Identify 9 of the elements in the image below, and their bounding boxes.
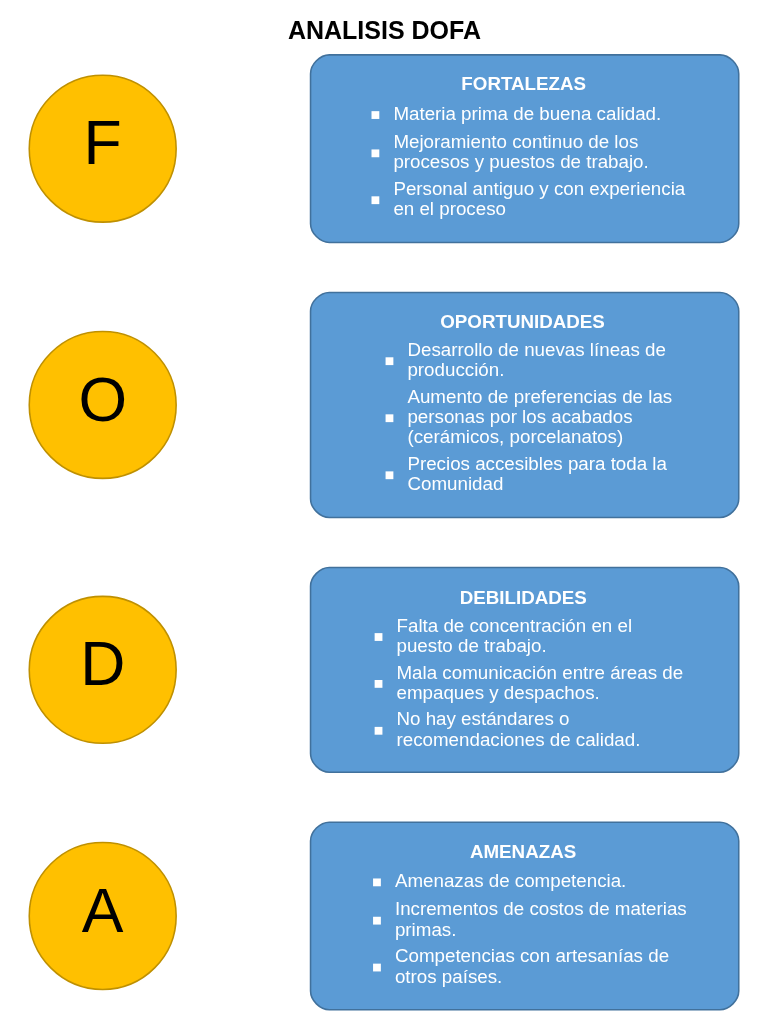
node-circle: O <box>28 330 177 480</box>
node-box: FORTALEZAS Materia prima de buena calidad. Mejoramiento continuo de los procesos y puestos de trabajo. Personal antiguo y con experiencia en el proceso <box>309 54 740 244</box>
node-circle: D <box>28 595 177 745</box>
node-box: AMENAZAS Amenazas de competencia. Incrementos de costos de materias primas. Competencias con artesanías de otros países. <box>309 821 740 1011</box>
node-circle: A <box>28 841 177 991</box>
diagram-title: ANALISIS DOFA <box>287 15 481 44</box>
node-circle: F <box>28 74 177 223</box>
node-box: OPORTUNIDADES Desarrollo de nuevas líneas de producción. Aumento de preferencias de las personas por los acabados (cerámicos, porcelanatos) Precios accesibles para toda la Comunidad <box>309 291 740 519</box>
node-box: DEBILIDADES Falta de concentración en el puesto de trabajo. Mala comunicación entre áreas de empaques y despachos. No hay estándares o recomendaciones de calidad. <box>309 566 740 773</box>
